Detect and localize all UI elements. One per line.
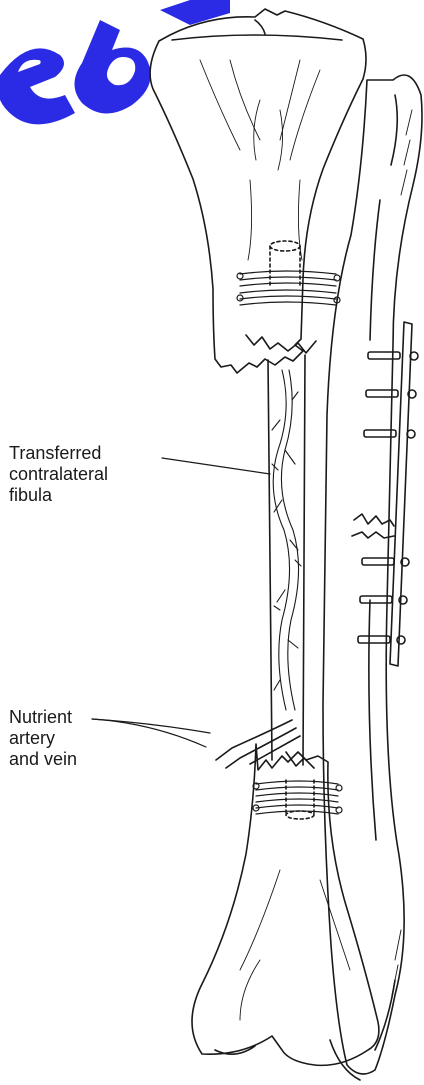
label-nutrient-vessels: Nutrient artery and vein (9, 707, 77, 770)
label-line: Nutrient (9, 707, 77, 728)
label-line: fibula (9, 485, 108, 506)
plate-screws (358, 352, 418, 644)
fibula-graft (216, 355, 314, 768)
leader-line-nutrient-2 (92, 719, 206, 747)
label-transferred-fibula: Transferred contralateral fibula (9, 443, 108, 506)
tibia-distal (192, 744, 379, 1080)
tibia-proximal (150, 9, 366, 373)
label-line: artery (9, 728, 77, 749)
fibula-bone (323, 75, 422, 1074)
leader-line-fibula (162, 458, 270, 474)
label-line: and vein (9, 749, 77, 770)
label-line: Transferred (9, 443, 108, 464)
proximal-fracture-edge (246, 335, 316, 353)
label-line: contralateral (9, 464, 108, 485)
proximal-cerclage-wires (237, 271, 340, 305)
fixation-plate (358, 322, 418, 666)
